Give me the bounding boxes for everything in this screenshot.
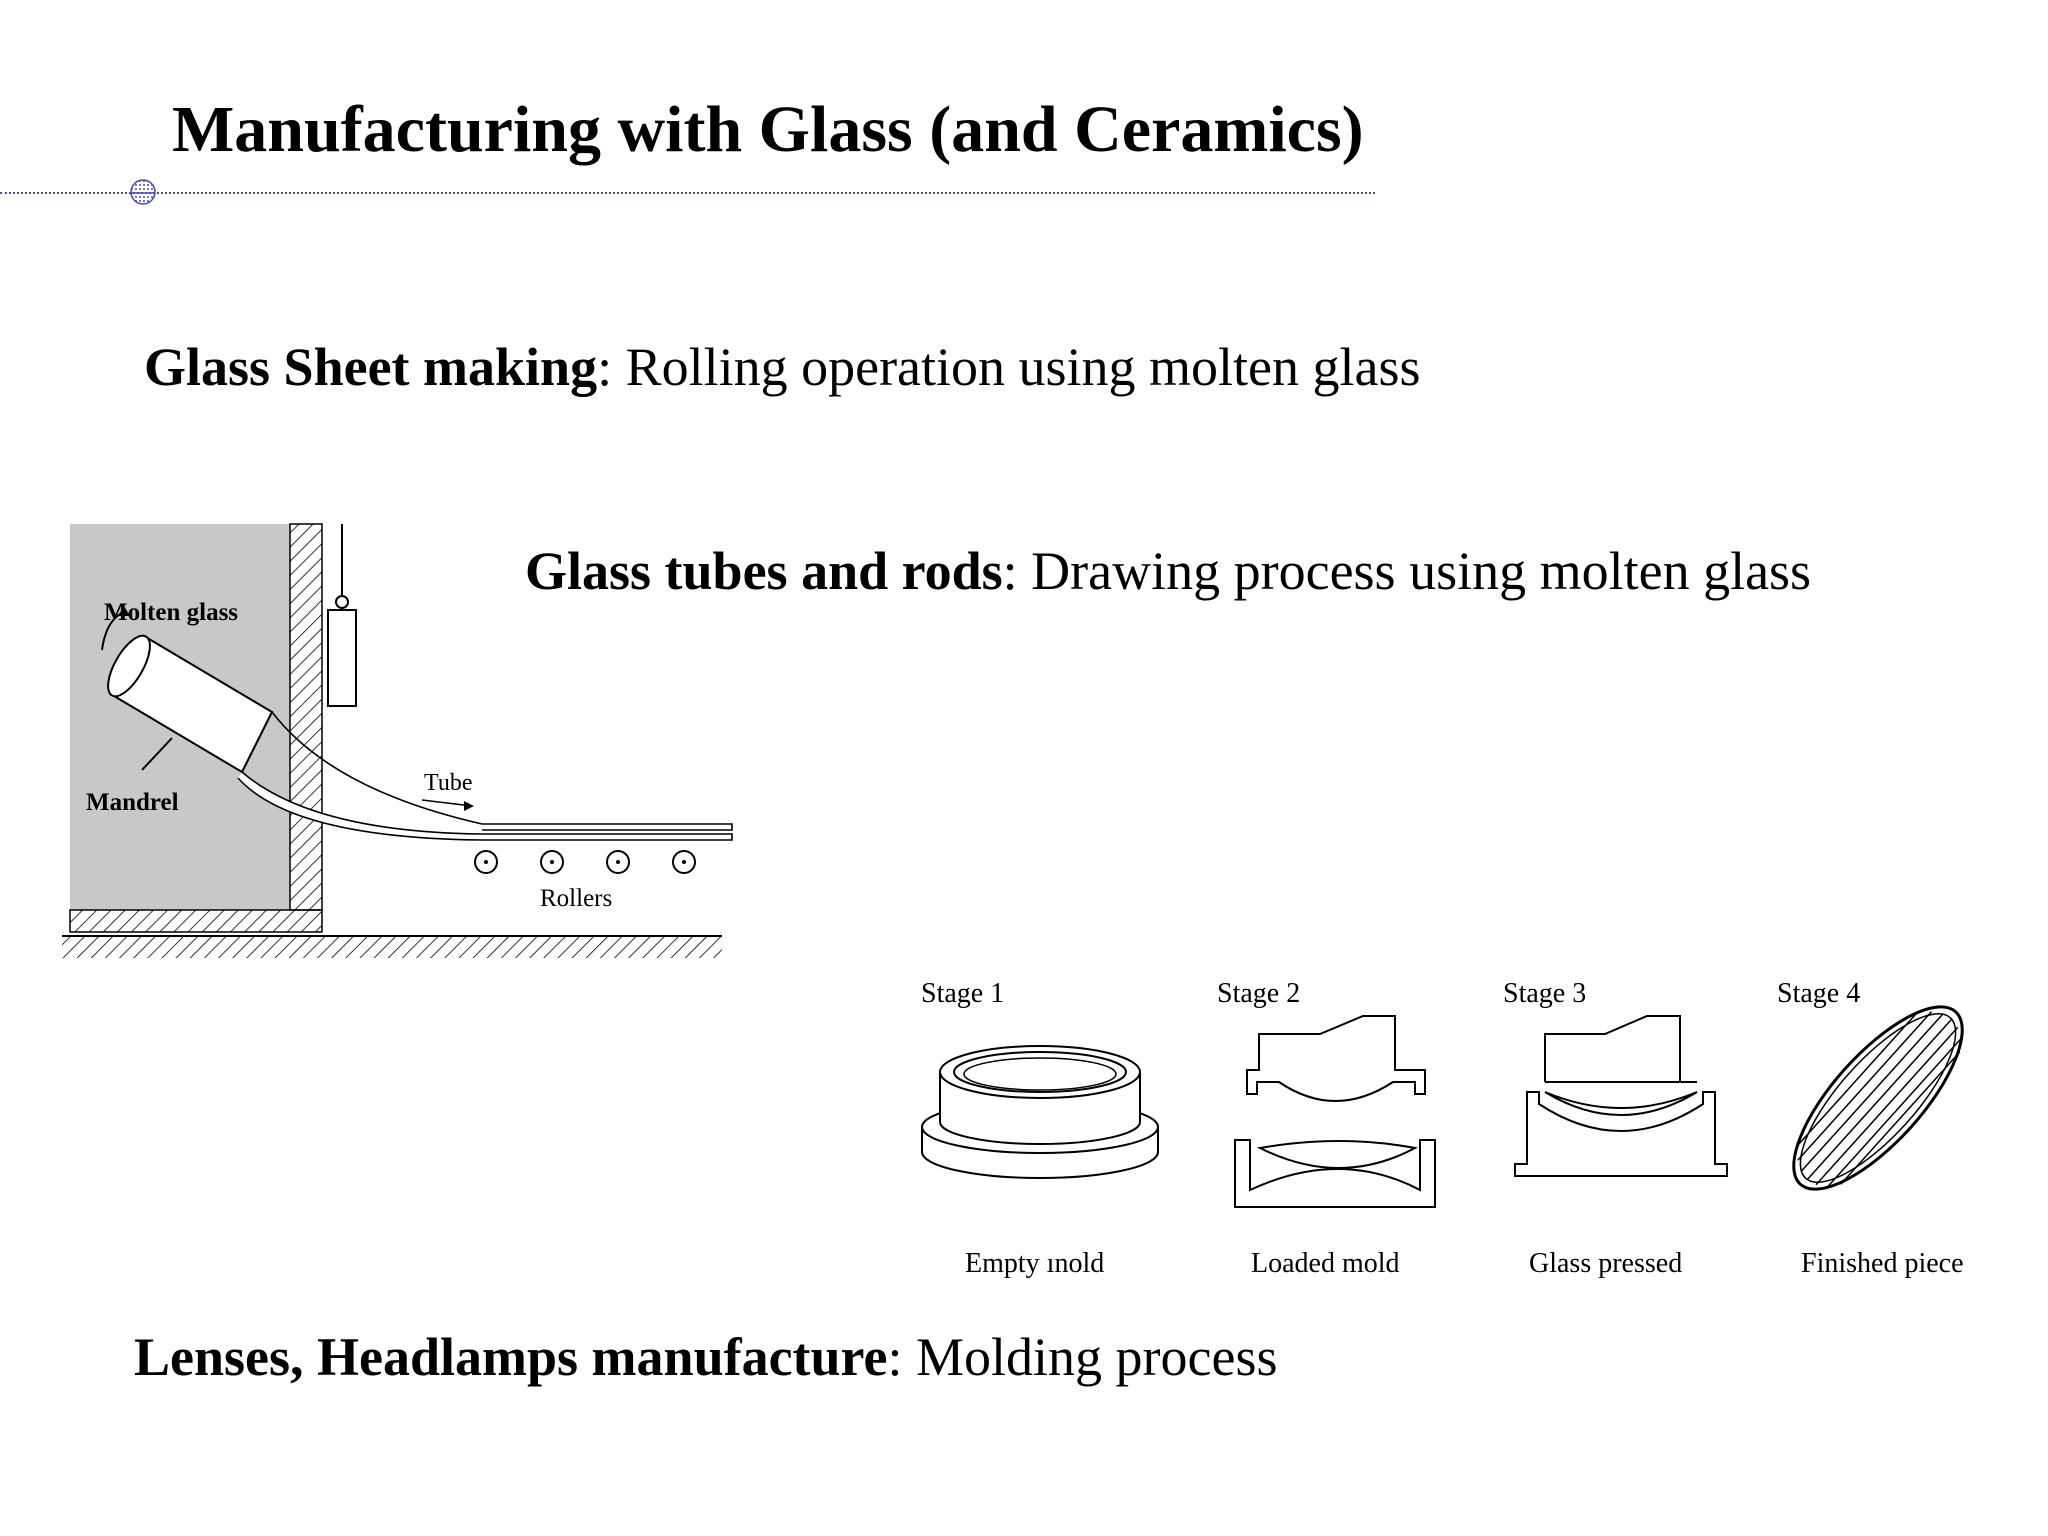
- label-rollers: Rollers: [540, 885, 612, 912]
- stage-3-label: Stage 3: [1503, 978, 1586, 1009]
- stage-4: Stage 4 Finished piece: [1777, 978, 1964, 1279]
- section-lenses-headlamps: Lenses, Headlamps manufacture: Molding p…: [134, 1326, 1278, 1388]
- section-sheet-making: Glass Sheet making: Rolling operation us…: [144, 336, 1421, 398]
- label-molten-glass: Molten glass: [104, 599, 238, 626]
- mandrel-tube: [107, 634, 733, 841]
- section-label: Glass tubes and rods: [525, 541, 1003, 601]
- slide-title: Manufacturing with Glass (and Ceramics): [172, 93, 1364, 166]
- mandrel-pointer: [141, 737, 173, 771]
- stage-2-label: Stage 2: [1217, 978, 1300, 1009]
- stage-4-caption: Finished piece: [1801, 1248, 1964, 1279]
- section-label: Glass Sheet making: [144, 337, 598, 397]
- molding-stages-diagram: Stage 1 Empty ınold Stage 2 Loaded mold …: [921, 978, 1964, 1279]
- dotted-circle-bullet-icon: [130, 179, 156, 205]
- stage-1-caption: Empty ınold: [965, 1248, 1104, 1279]
- stage-1-label: Stage 1: [921, 978, 1004, 1009]
- stage-3: Stage 3 Glass pressed: [1503, 978, 1728, 1279]
- stage-1: Stage 1 Empty ınold: [921, 978, 1159, 1279]
- label-mandrel: Mandrel: [86, 789, 179, 816]
- stage-2-caption: Loaded mold: [1251, 1248, 1400, 1279]
- tube-drawing-diagram: Molten glass Mandrel Tube Rollers: [62, 523, 733, 958]
- section-text: : Molding process: [887, 1327, 1278, 1387]
- arrowhead-icon: [118, 606, 130, 616]
- rollers: [474, 850, 696, 874]
- stage-3-caption: Glass pressed: [1529, 1248, 1682, 1279]
- label-tube: Tube: [424, 770, 472, 796]
- tube-direction-arrow-icon: [421, 799, 473, 807]
- finished-lens-icon: [1792, 1005, 1964, 1191]
- stage-2: Stage 2 Loaded mold: [1217, 978, 1436, 1279]
- section-text: : Drawing process using molten glass: [1002, 541, 1812, 601]
- title-divider: [0, 192, 1375, 194]
- section-text: : Rolling operation using molten glass: [597, 337, 1421, 397]
- section-label: Lenses, Headlamps manufacture: [134, 1327, 888, 1387]
- weight-pendulum: [327, 524, 357, 707]
- furnace: [62, 523, 722, 958]
- stage-4-label: Stage 4: [1777, 978, 1860, 1009]
- section-tubes-rods: Glass tubes and rods: Drawing process us…: [525, 540, 1811, 602]
